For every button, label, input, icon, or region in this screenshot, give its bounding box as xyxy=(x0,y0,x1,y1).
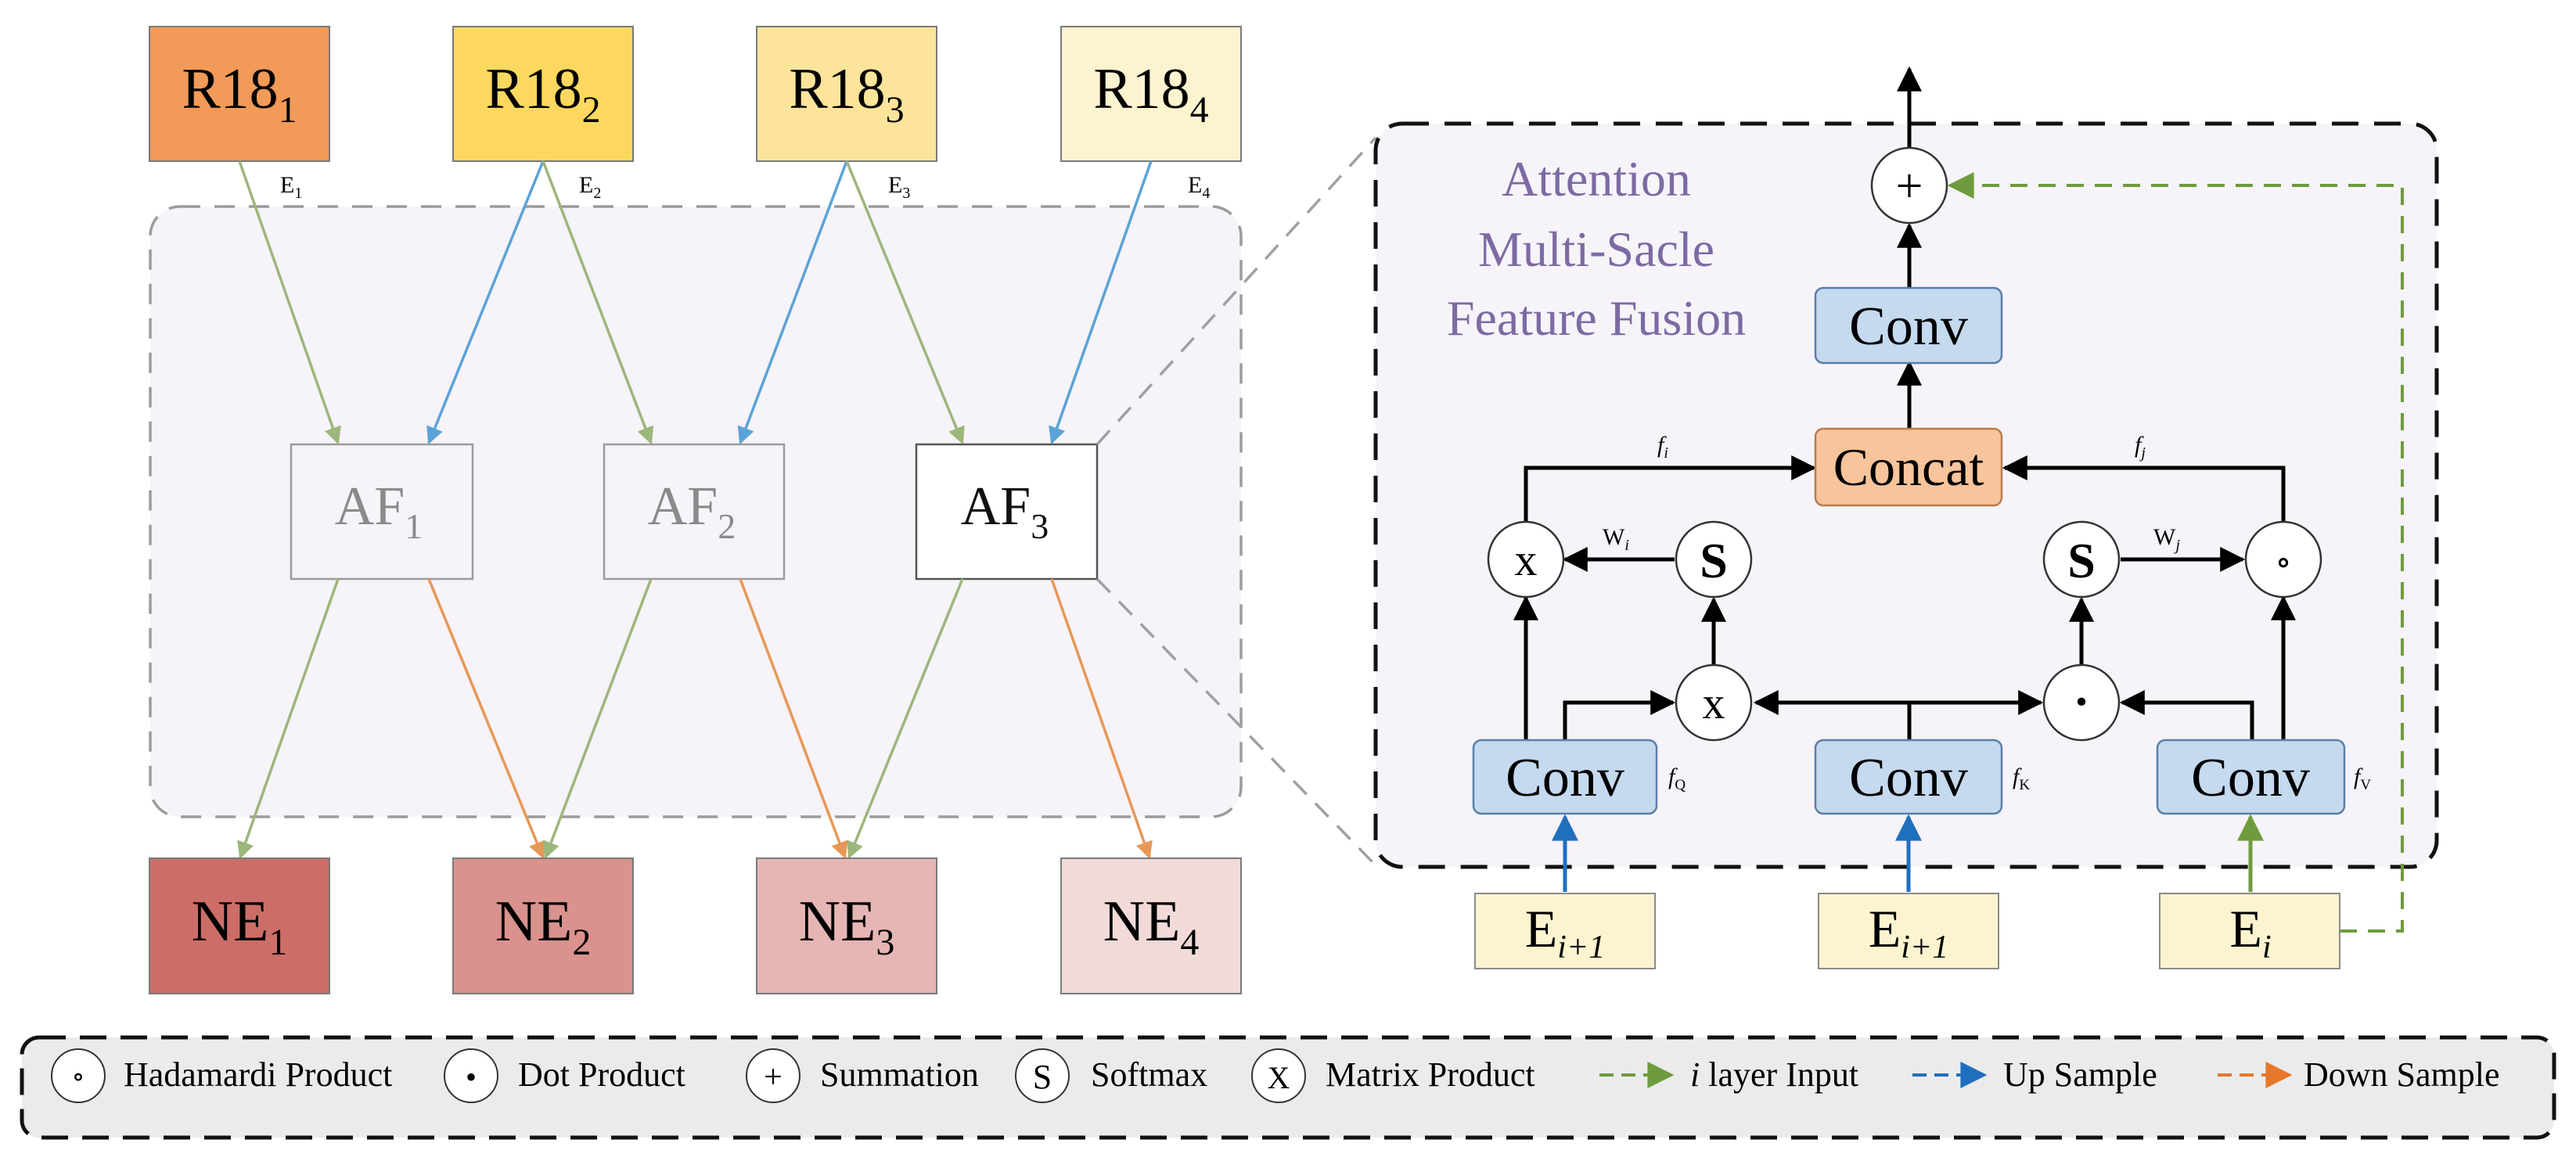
encoder-r18-4: R184 xyxy=(1060,26,1242,162)
svg-text:•: • xyxy=(466,1059,477,1095)
svg-text:AF3: AF3 xyxy=(961,476,1049,546)
svg-text:Attention: Attention xyxy=(1502,151,1691,207)
svg-text:Conv: Conv xyxy=(1506,748,1624,808)
svg-text:S: S xyxy=(1700,533,1728,588)
input-e-i: Ei xyxy=(2159,893,2340,969)
svg-text:·: · xyxy=(2073,674,2089,729)
svg-text:Feature Fusion: Feature Fusion xyxy=(1447,290,1746,346)
fusion-af-3: AF3 xyxy=(915,443,1099,581)
label-wj: Wj xyxy=(2153,524,2180,554)
svg-text:Softmax: Softmax xyxy=(1091,1055,1207,1094)
output-ne-3: NE3 xyxy=(756,857,937,994)
conv-top: Conv xyxy=(1814,286,2003,365)
encoder-r18-3: R183 xyxy=(756,26,937,162)
svg-text:NE2: NE2 xyxy=(495,890,592,963)
svg-text:R181: R181 xyxy=(182,57,297,131)
svg-text:Dot Product: Dot Product xyxy=(518,1055,685,1094)
svg-text:NE4: NE4 xyxy=(1103,890,1200,963)
svg-text:Conv: Conv xyxy=(2191,748,2310,808)
svg-text:∘: ∘ xyxy=(71,1061,85,1092)
svg-text:x: x xyxy=(1515,534,1538,585)
svg-text:AF1: AF1 xyxy=(335,476,423,546)
legend-layer-input: i layer Input xyxy=(1599,1055,1858,1094)
legend-down-sample: Down Sample xyxy=(2218,1055,2500,1094)
svg-text:+: + xyxy=(1896,160,1923,213)
hadamard-node: ∘ xyxy=(2244,520,2322,599)
conv-query: Conv xyxy=(1472,739,1658,815)
encoder-r18-2: R182 xyxy=(452,26,634,162)
output-ne-1: NE1 xyxy=(149,857,330,994)
dot-product-node: · xyxy=(2042,663,2121,742)
legend-softmax-icon xyxy=(1015,1048,1070,1103)
legend-softmax: S Softmax xyxy=(1015,1048,1207,1103)
svg-text:R182: R182 xyxy=(485,57,600,131)
svg-text:Concat: Concat xyxy=(1833,437,1984,497)
svg-text:NE3: NE3 xyxy=(799,890,895,963)
svg-text:S: S xyxy=(2067,533,2096,588)
concat-block: Concat xyxy=(1814,427,2003,507)
output-ne-4: NE4 xyxy=(1060,857,1242,994)
svg-text:Conv: Conv xyxy=(1849,748,1968,808)
svg-text:R183: R183 xyxy=(789,57,904,131)
summation-node: + xyxy=(1870,146,1948,225)
legend-matrix-icon xyxy=(1251,1048,1306,1103)
label-wi: Wi xyxy=(1603,524,1629,554)
svg-text:Up Sample: Up Sample xyxy=(2003,1055,2157,1094)
svg-text:AF2: AF2 xyxy=(648,476,736,546)
svg-text:Summation: Summation xyxy=(820,1055,979,1094)
edge-label-e1: E1 xyxy=(280,172,302,202)
legend-hadamard: ∘ Hadamardi Product xyxy=(51,1048,392,1103)
legend-plus-icon xyxy=(746,1048,801,1103)
svg-text:Hadamardi Product: Hadamardi Product xyxy=(124,1055,392,1094)
legend-matrix-product: X Matrix Product xyxy=(1251,1048,1535,1103)
label-fq: fQ xyxy=(1668,764,1686,793)
edge-label-e3: E3 xyxy=(888,172,910,202)
svg-text:NE1: NE1 xyxy=(192,890,288,963)
legend-up-sample: Up Sample xyxy=(1912,1055,2157,1094)
legend-summation: + Summation xyxy=(746,1048,979,1103)
svg-text:Conv: Conv xyxy=(1849,297,1968,357)
softmax-node-left: S xyxy=(1675,520,1753,599)
matrix-product-node-upper: x xyxy=(1487,520,1565,599)
legend-hadamard-icon xyxy=(51,1048,106,1103)
fusion-af-2: AF2 xyxy=(603,443,786,581)
zoom-connector xyxy=(1096,136,1377,867)
edge-label-e4: E4 xyxy=(1188,172,1210,202)
svg-text:Multi-Sacle: Multi-Sacle xyxy=(1478,221,1714,277)
svg-text:X: X xyxy=(1268,1060,1290,1095)
encoder-r18-1: R181 xyxy=(149,26,330,162)
matrix-product-node-middle: x xyxy=(1675,663,1753,742)
svg-text:Matrix Product: Matrix Product xyxy=(1326,1055,1535,1094)
svg-text:x: x xyxy=(1703,678,1725,728)
edge-label-e2: E2 xyxy=(579,172,601,202)
encoder-to-fusion-arrows xyxy=(238,160,1153,445)
svg-text:S: S xyxy=(1033,1058,1052,1096)
svg-text:i layer Input: i layer Input xyxy=(1690,1055,1858,1094)
input-arrows xyxy=(1552,172,2404,933)
svg-text:Ei+1: Ei+1 xyxy=(1869,899,1949,965)
svg-text:Ei+1: Ei+1 xyxy=(1525,899,1606,965)
svg-text:∘: ∘ xyxy=(2275,543,2292,581)
svg-text:Down Sample: Down Sample xyxy=(2304,1055,2500,1094)
module-title: Attention Multi-Sacle Feature Fusion xyxy=(1447,151,1746,346)
svg-text:R184: R184 xyxy=(1093,57,1208,131)
svg-text:Ei: Ei xyxy=(2229,899,2271,965)
input-e-i-plus-1-middle: Ei+1 xyxy=(1818,893,1999,969)
legend-dot-product: • Dot Product xyxy=(444,1048,685,1103)
module-connections xyxy=(1513,66,2296,740)
legend-dot-icon xyxy=(444,1048,498,1103)
input-e-i-plus-1-left: Ei+1 xyxy=(1474,893,1656,969)
conv-key: Conv xyxy=(1814,739,2003,815)
fusion-af-1: AF1 xyxy=(290,443,474,581)
output-ne-2: NE2 xyxy=(452,857,634,994)
fusion-to-output-arrows xyxy=(237,578,1153,860)
conv-value: Conv xyxy=(2156,739,2346,815)
softmax-node-right: S xyxy=(2042,520,2121,599)
svg-text:+: + xyxy=(764,1059,783,1095)
